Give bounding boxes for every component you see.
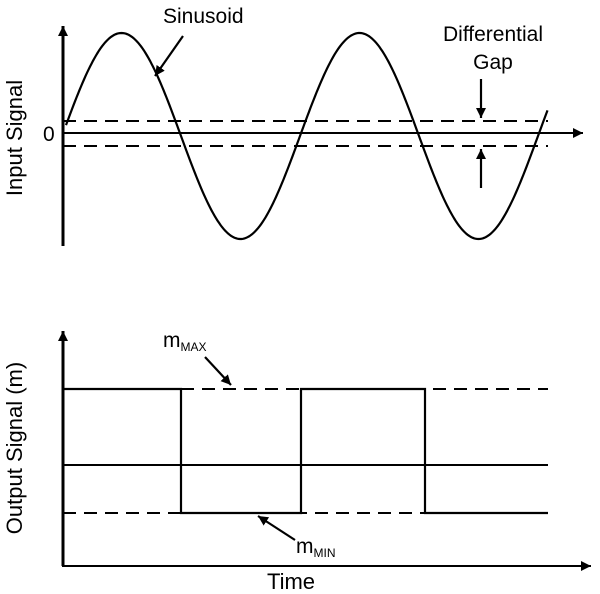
m-max-label-subscript: MAX (181, 340, 207, 354)
m-min-pointer-arrow (257, 515, 296, 541)
input-y-axis-label: Input Signal (2, 80, 27, 196)
input-signal-plot: 0 Input Signal Sinusoid Differential Gap (2, 5, 583, 246)
m-min-label-subscript: MIN (314, 546, 336, 560)
time-axis-label: Time (267, 569, 315, 594)
output-y-axis-label: Output Signal (m) (2, 362, 27, 534)
sinusoid-curve (64, 31, 549, 241)
output-signal-plot: mMAX mMIN Output Signal (m) Time (2, 329, 591, 594)
m-max-label-base: m (163, 329, 181, 352)
sinusoid-label: Sinusoid (163, 5, 244, 28)
square-wave (63, 387, 548, 515)
m-max-label: mMAX (163, 329, 207, 354)
sinusoid-pointer-arrow (154, 35, 184, 77)
m-min-label-base: m (296, 535, 314, 558)
zero-label: 0 (43, 123, 55, 146)
m-max-pointer-arrow (204, 356, 232, 386)
differential-gap-label-line1: Differential (443, 23, 543, 46)
differential-gap-label-line2: Gap (473, 51, 513, 74)
m-min-label: mMIN (296, 535, 336, 560)
